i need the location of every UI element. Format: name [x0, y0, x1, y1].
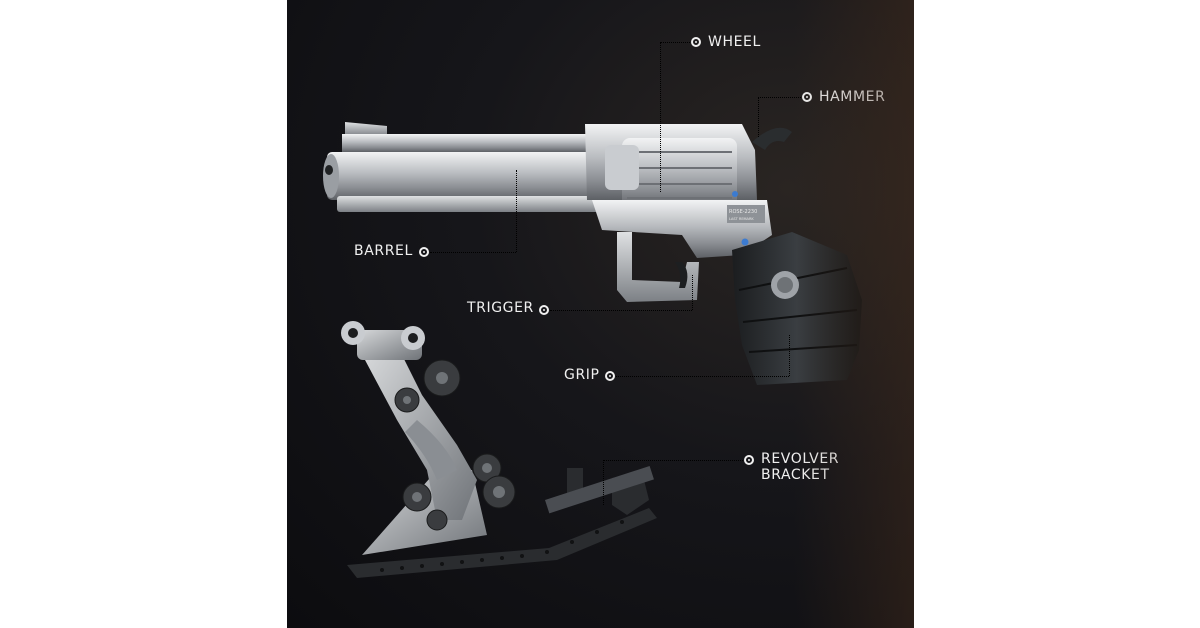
- hammer-marker-icon: [802, 92, 812, 102]
- barrel-label: BARREL: [354, 243, 413, 259]
- wheel-leader-h: [660, 42, 690, 43]
- grip-leader: [789, 335, 790, 376]
- bracket-leader-h: [603, 460, 743, 461]
- trigger-leader: [692, 275, 693, 310]
- bracket-marker-icon: [744, 455, 754, 465]
- revolver-stand: [341, 321, 657, 578]
- bracket-label-line1: REVOLVER: [761, 451, 840, 467]
- revolver-illustration: ROSE-2230 LAST REMARK: [323, 122, 862, 578]
- grip-marker-icon: [605, 371, 615, 381]
- engraving-model: ROSE-2230: [729, 209, 757, 215]
- engraving-sub: LAST REMARK: [729, 217, 754, 221]
- bracket-leader: [603, 460, 604, 505]
- wheel-label: WHEEL: [708, 34, 761, 50]
- hammer-leader-h: [758, 97, 801, 98]
- grip-label: GRIP: [564, 367, 600, 383]
- trigger-label: TRIGGER: [467, 300, 534, 316]
- bracket-label-line2: BRACKET: [761, 467, 830, 483]
- wheel-marker-icon: [691, 37, 701, 47]
- barrel-leader-h: [430, 252, 516, 253]
- trigger-leader-h: [550, 310, 692, 311]
- barrel-leader: [516, 170, 517, 252]
- barrel-marker-icon: [419, 247, 429, 257]
- product-image-panel: ROSE-2230 LAST REMARK: [287, 0, 914, 628]
- grip-leader-h: [616, 376, 789, 377]
- hammer-leader: [758, 97, 759, 137]
- wheel-leader: [660, 42, 661, 192]
- hammer-label: HAMMER: [819, 89, 886, 105]
- trigger-marker-icon: [539, 305, 549, 315]
